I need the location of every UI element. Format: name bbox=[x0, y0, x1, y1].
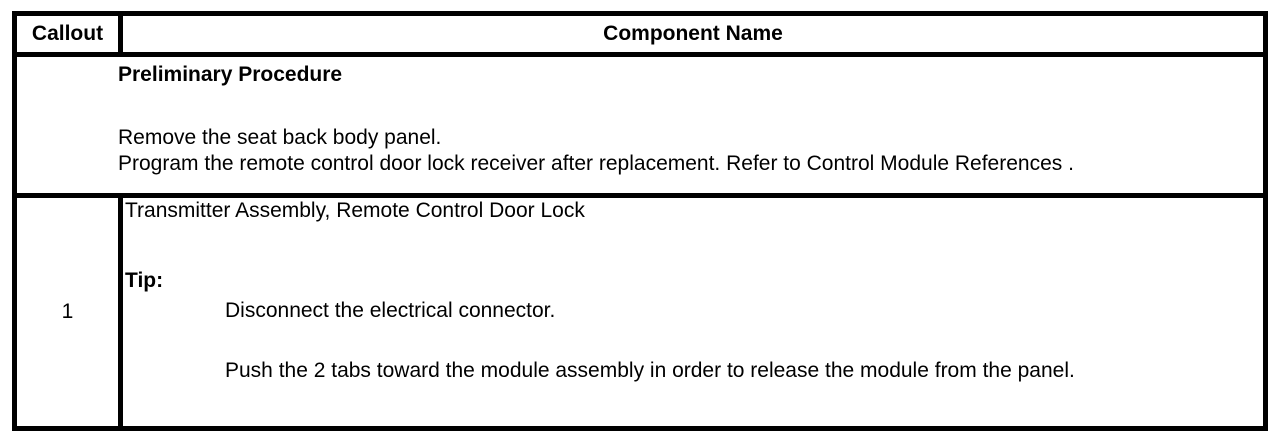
callout-component-table: Callout Component Name Preliminary Proce… bbox=[12, 11, 1268, 431]
component-row: 1 Transmitter Assembly, Remote Control D… bbox=[12, 193, 1268, 431]
callout-column-header: Callout bbox=[12, 11, 123, 57]
preliminary-procedure-row: Preliminary Procedure Remove the seat ba… bbox=[12, 52, 1268, 198]
tip-step: Disconnect the electrical connector. bbox=[225, 299, 556, 322]
component-name-column-header: Component Name bbox=[118, 11, 1268, 57]
preliminary-procedure-title: Preliminary Procedure bbox=[118, 63, 343, 86]
preliminary-step: Remove the seat back body panel. bbox=[118, 126, 442, 149]
callout-number-cell: 1 bbox=[12, 193, 123, 431]
table-header-row: Callout Component Name bbox=[12, 11, 1268, 57]
component-description-cell: Transmitter Assembly, Remote Control Doo… bbox=[118, 193, 1268, 431]
preliminary-step: Program the remote control door lock rec… bbox=[118, 152, 1074, 175]
tip-label: Tip: bbox=[125, 269, 164, 292]
preliminary-procedure-cell: Preliminary Procedure Remove the seat ba… bbox=[12, 52, 1268, 198]
tip-step: Push the 2 tabs toward the module assemb… bbox=[225, 359, 1075, 382]
component-name: Transmitter Assembly, Remote Control Doo… bbox=[125, 199, 585, 222]
